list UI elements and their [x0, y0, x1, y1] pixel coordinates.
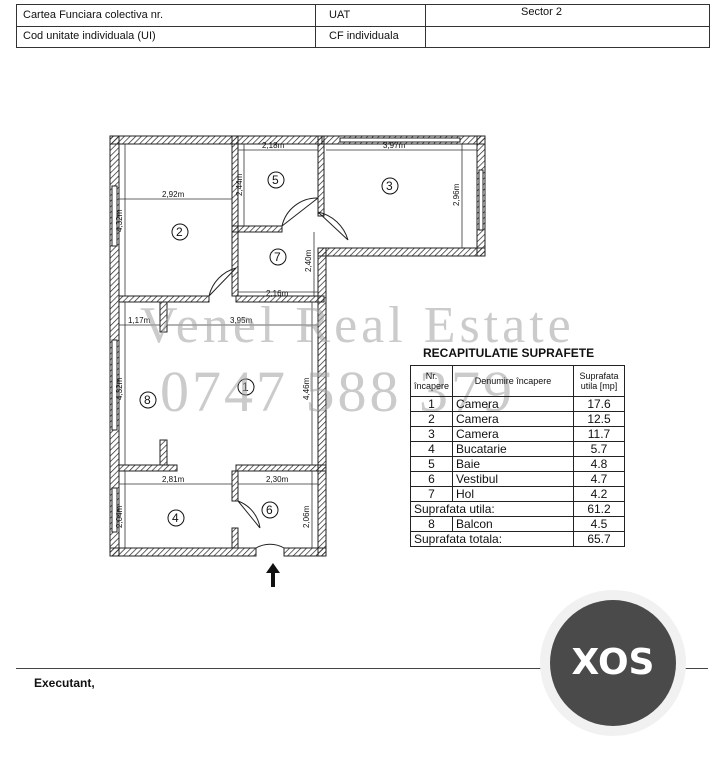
dim-label: 3,95m — [230, 316, 253, 325]
dim-label: 2,16m — [266, 289, 289, 298]
row-nr: 5 — [409, 456, 454, 472]
utila-label: Suprafata utila: — [410, 501, 574, 517]
row-name: Balcon — [452, 516, 574, 532]
header-divider — [425, 5, 426, 47]
row-area: 11.7 — [573, 426, 625, 442]
room-number: 4 — [172, 511, 179, 525]
row-area: 5.7 — [573, 441, 625, 457]
dim-label: 4,46m — [302, 377, 311, 400]
dim-label: 2,96m — [452, 183, 461, 206]
footer-divider — [16, 668, 708, 669]
row-name: Camera — [452, 411, 574, 427]
uat-label: UAT — [329, 9, 351, 21]
room-number: 3 — [386, 179, 393, 193]
header-row-2: Cod unitate individuala (UI) CF individu… — [17, 26, 709, 47]
row-area: 12.5 — [573, 411, 625, 427]
table-header-row: Nr. încapere Denumire încapere Suprafata… — [409, 365, 625, 397]
utila-value: 61.2 — [573, 501, 625, 517]
dim-label: 2,06m — [302, 505, 311, 528]
dim-label: 2,40m — [304, 249, 313, 272]
dim-label: 4,32m — [115, 377, 124, 400]
room-number: 6 — [266, 503, 273, 517]
row-area: 4.2 — [573, 486, 625, 502]
room-number: 7 — [274, 250, 281, 264]
totala-value: 65.7 — [573, 531, 625, 547]
col-area-header: Suprafata utila [mp] — [573, 365, 625, 397]
dim-label: 2,30m — [266, 475, 289, 484]
executant-label: Executant, — [34, 676, 95, 690]
col-name-header: Denumire încapere — [452, 365, 574, 397]
room-number: 1 — [242, 380, 249, 394]
logo-text: XOS — [571, 642, 655, 683]
row-nr: 4 — [409, 441, 454, 457]
dim-label: 4,32m — [115, 209, 124, 232]
totala-label: Suprafata totala: — [410, 531, 574, 547]
totala-row: Suprafata totala:65.7 — [410, 531, 625, 547]
utila-row: Suprafata utila:61.2 — [410, 501, 625, 517]
recap-title: RECAPITULATIE SUPRAFETE — [423, 346, 595, 360]
header-divider — [315, 5, 316, 47]
recap-table: Nr. încapere Denumire încapere Suprafata… — [409, 365, 625, 547]
row-name: Camera — [452, 426, 574, 442]
cadastral-header: Cartea Funciara colectiva nr. UAT Sector… — [16, 4, 710, 48]
dim-label: 1,17m — [128, 316, 151, 325]
header-row-1: Cartea Funciara colectiva nr. UAT Sector… — [17, 5, 709, 27]
row-area: 17.6 — [573, 396, 625, 412]
room-number: 8 — [144, 393, 151, 407]
row-name: Camera — [452, 396, 574, 412]
row-area: 4.8 — [573, 456, 625, 472]
dim-label: 3,97m — [383, 141, 406, 150]
row-nr: 6 — [409, 471, 454, 487]
dimension-lines — [119, 144, 477, 548]
dim-label: 2,92m — [162, 190, 185, 199]
windows — [111, 137, 484, 533]
dim-label: 2,44m — [235, 173, 244, 196]
sector-value: Sector 2 — [521, 6, 562, 18]
dimension-labels: 2,18m 3,97m 2,92m 4,32m 2,44m 2,96m 2,40… — [115, 141, 461, 528]
xos-logo: XOS — [540, 590, 686, 736]
row-area: 4.7 — [573, 471, 625, 487]
ui-code-label: Cod unitate individuala (UI) — [23, 30, 156, 42]
entrance-arrow-icon — [266, 563, 280, 587]
room-number: 5 — [272, 173, 279, 187]
row-area: 4.5 — [573, 516, 625, 532]
cf-individuala-label: CF individuala — [329, 30, 399, 42]
row-name: Hol — [452, 486, 574, 502]
doors — [208, 197, 349, 549]
room-number: 2 — [176, 225, 183, 239]
row-name: Vestibul — [452, 471, 574, 487]
row-nr: 7 — [409, 486, 454, 502]
dim-label: 2,04m — [115, 505, 124, 528]
col-nr-header: Nr. încapere — [409, 365, 454, 397]
cf-colectiva-label: Cartea Funciara colectiva nr. — [23, 9, 164, 21]
row-nr: 3 — [409, 426, 454, 442]
dim-label: 2,81m — [162, 475, 185, 484]
row-nr: 2 — [409, 411, 454, 427]
room-markers: 2 5 3 7 1 8 4 6 — [139, 171, 399, 527]
dim-label: 2,18m — [262, 141, 285, 150]
row-name: Bucatarie — [452, 441, 574, 457]
row-nr: 1 — [409, 396, 454, 412]
logo-badge: XOS — [550, 600, 676, 726]
row-name: Baie — [452, 456, 574, 472]
row-nr: 8 — [409, 516, 454, 532]
